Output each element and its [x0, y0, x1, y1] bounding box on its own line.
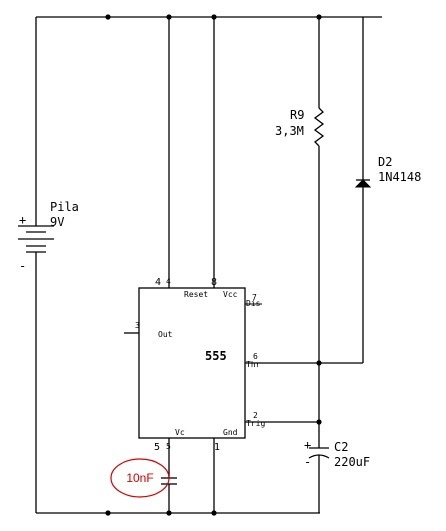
pin-8-number: 8 — [211, 277, 217, 288]
c2-value: 220uF — [334, 455, 370, 469]
resistor-value: 3,3M — [275, 124, 304, 138]
diode-d2-symbol — [354, 179, 372, 188]
vc-capacitor-symbol — [161, 477, 177, 513]
ic-555-body — [138, 287, 246, 439]
pin-vcc-label: Vcc — [223, 290, 238, 299]
pin-1-number: 1 — [214, 442, 220, 453]
pin-4-number: 4 — [155, 277, 161, 288]
c2-name: C2 — [334, 440, 348, 454]
pin-2-number: 2 — [253, 411, 258, 420]
pin-out-label: Out — [158, 330, 173, 339]
resistor-r9-symbol — [313, 107, 325, 147]
battery-symbol — [18, 225, 54, 253]
battery-minus-sign: - — [19, 259, 26, 273]
pin-thr-label: Thr — [246, 360, 261, 369]
pin-6-number: 6 — [253, 352, 258, 361]
pin-reset-label: Reset — [184, 290, 208, 299]
pin-3-number: 3 — [135, 321, 140, 330]
ic-555-label: 555 — [205, 349, 227, 363]
c2-plus-sign: + — [304, 438, 311, 452]
pin-7-number: 7 — [252, 293, 257, 302]
diode-name: D2 — [378, 155, 392, 169]
pin-gnd-label: Gnd — [223, 428, 238, 437]
diode-value: 1N4148 — [378, 170, 421, 184]
battery-plus-sign: + — [19, 213, 26, 227]
battery-value: 9V — [50, 215, 64, 229]
junction-dots — [105, 14, 322, 516]
pin-5-number-small: 5 — [166, 442, 171, 451]
battery-name: Pila — [50, 200, 79, 214]
pin-trig-label: Trig — [246, 419, 265, 428]
pin-5-number: 5 — [154, 442, 160, 453]
pin-4-number-small: 4 — [166, 277, 171, 286]
pin-vc-label: Vc — [175, 428, 185, 437]
vc-capacitor-annotation-circle — [110, 458, 170, 498]
vc-capacitor-value: 10nF — [126, 471, 153, 485]
c2-minus-sign: - — [304, 455, 311, 469]
resistor-name: R9 — [290, 108, 304, 122]
